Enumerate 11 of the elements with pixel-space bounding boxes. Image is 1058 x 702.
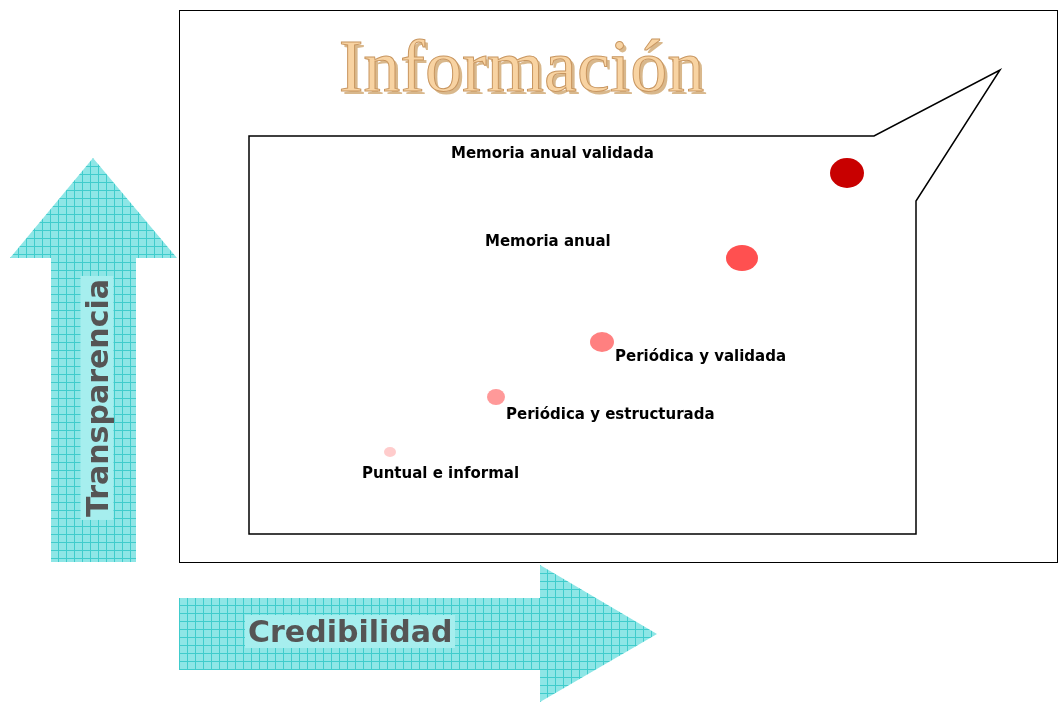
item-label: Periódica y estructurada [506, 405, 715, 423]
right-arrow [179, 565, 657, 702]
up-arrow [10, 158, 177, 562]
item-label: Memoria anual [485, 232, 611, 250]
axis-label: Credibilidad [245, 615, 456, 648]
item-label: Periódica y validada [615, 347, 787, 365]
item-label: Puntual e informal [362, 464, 520, 482]
title-text: Información [337, 29, 706, 103]
frame-box [179, 10, 1058, 563]
item-label: Memoria anual validada [451, 144, 654, 162]
axis-label: Transparencia [80, 276, 114, 520]
